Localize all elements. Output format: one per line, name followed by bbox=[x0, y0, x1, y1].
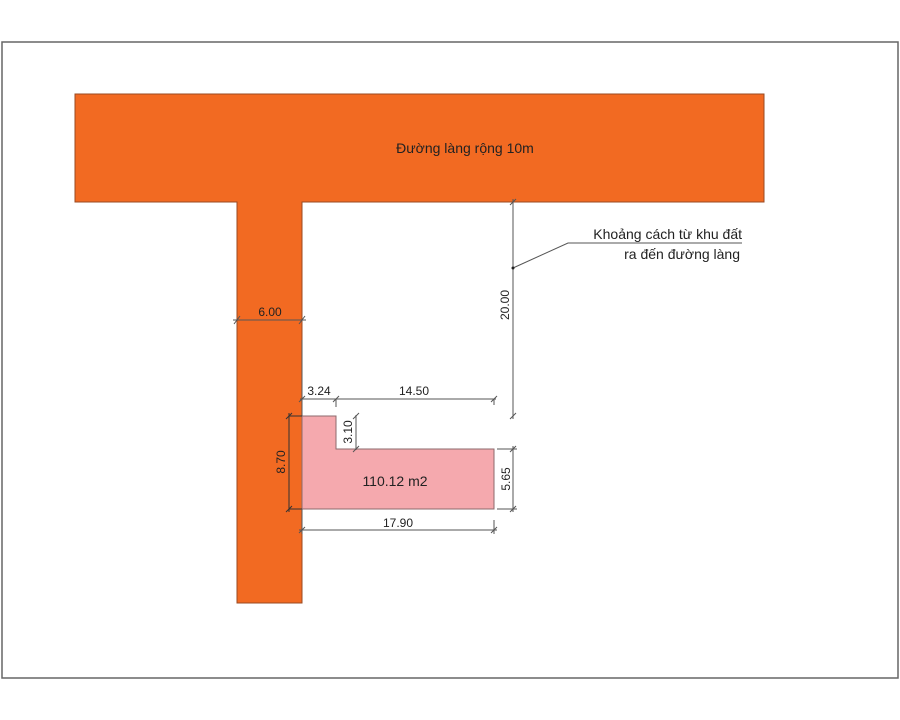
road-label: Đường làng rộng 10m bbox=[396, 140, 534, 156]
dim-left-depth bbox=[285, 412, 302, 513]
dim-front-short-label: 3.24 bbox=[307, 384, 331, 398]
dim-distance-to-road-label: 20.00 bbox=[498, 290, 512, 320]
annotation-line-1: Khoảng cách từ khu đất bbox=[593, 226, 742, 242]
dim-total-length bbox=[298, 509, 498, 534]
village-road bbox=[74, 93, 765, 604]
dim-notch-depth bbox=[352, 412, 360, 453]
dim-total-length-label: 17.90 bbox=[383, 516, 413, 530]
dim-left-depth-label: 8.70 bbox=[274, 450, 288, 474]
lot-area-label: 110.12 m2 bbox=[362, 473, 427, 489]
annotation-leader bbox=[511, 242, 742, 270]
dim-right-depth-label: 5.65 bbox=[499, 467, 513, 491]
annotation-line-2: ra đến đường làng bbox=[624, 246, 740, 262]
dim-distance-to-road bbox=[509, 198, 517, 420]
dim-right-depth bbox=[497, 445, 517, 513]
dim-notch-depth-label: 3.10 bbox=[341, 420, 355, 444]
dim-road-width-label: 6.00 bbox=[258, 305, 282, 319]
dim-back-long-label: 14.50 bbox=[399, 384, 429, 398]
dim-top-chain bbox=[298, 395, 498, 407]
dim-road-width bbox=[233, 315, 306, 325]
